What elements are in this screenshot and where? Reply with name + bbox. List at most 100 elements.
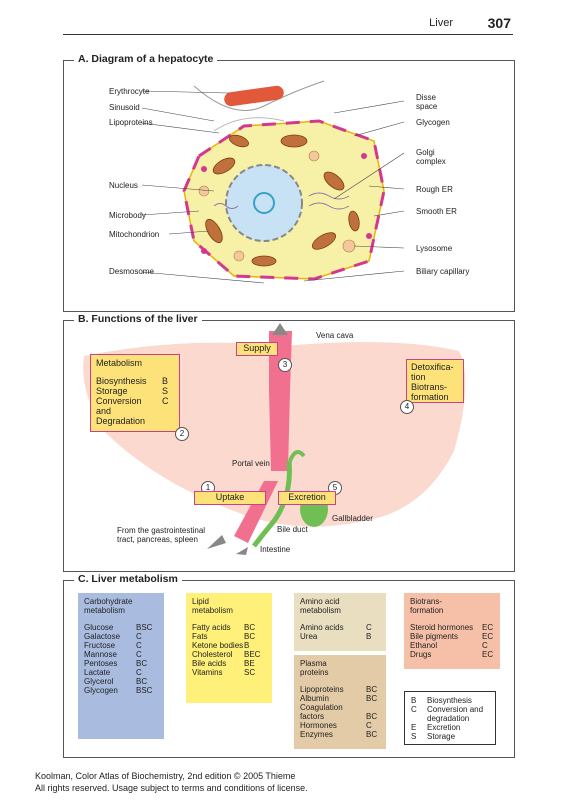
amino-code: B — [366, 632, 372, 641]
panel-c-title: C. Liver metabolism — [74, 573, 182, 585]
carb-item: Mannose — [84, 650, 117, 659]
carb-title: metabolism — [84, 606, 125, 615]
lipid-code: B — [244, 641, 250, 650]
detox-line: Detoxifica- — [411, 362, 454, 372]
carb-code: C — [136, 632, 142, 641]
label-intestine: Intestine — [260, 545, 291, 554]
legend-key: E — [411, 723, 417, 732]
carb-item: Fructose — [84, 641, 116, 650]
supply-number: 3 — [278, 358, 292, 372]
amino-title: metabolism — [300, 606, 341, 615]
page-header: Liver 307 — [63, 14, 513, 35]
metabolism-extra: Degradation — [96, 416, 146, 426]
lipid-title: Lipid — [192, 597, 209, 606]
amino-title: Amino acid — [300, 597, 340, 606]
carb-item: Glycogen — [84, 686, 118, 695]
supply-box: Supply — [236, 342, 278, 356]
hepatocyte-diagram — [141, 80, 405, 284]
metabolism-row-code: C — [162, 396, 169, 406]
plasma-code: BC — [366, 685, 378, 694]
legend-text: Storage — [427, 732, 456, 741]
label-source-line2: tract, pancreas, spleen — [117, 535, 198, 544]
biotrans-item: Drugs — [410, 650, 432, 659]
carb-code: BSC — [136, 686, 153, 695]
carb-item: Pentoses — [84, 659, 118, 668]
lipid-item: Cholesterol — [192, 650, 233, 659]
carb-code: BC — [136, 677, 148, 686]
legend-key: B — [411, 696, 417, 705]
metabolism-number: 2 — [175, 427, 189, 441]
detox-number: 4 — [400, 400, 414, 414]
legend-key: C — [411, 705, 417, 714]
biotrans-title: formation — [410, 606, 444, 615]
plasma-item: factors — [300, 712, 325, 721]
plasma-code: BC — [366, 730, 378, 739]
amino-item: Amino acids — [300, 623, 344, 632]
detox-line: tion — [411, 372, 426, 382]
label-nucleus: Nucleus — [109, 181, 138, 190]
biotrans-item: Steroid hormones — [410, 623, 474, 632]
metabolism-extra: and — [96, 406, 112, 416]
lipid-code: BEC — [244, 650, 261, 659]
biotrans-item: Ethanol — [410, 641, 438, 650]
panel-b-title: B. Functions of the liver — [74, 313, 202, 325]
label-gallbladder: Gallbladder — [332, 514, 373, 523]
biotrans-code: C — [482, 641, 488, 650]
legend-key — [411, 714, 427, 723]
plasma-item: Lipoproteins — [300, 685, 344, 694]
label-golgi-complex: Golgi complex — [416, 148, 446, 166]
detox-line: Biotrans- — [411, 382, 448, 392]
excretion-label: Excretion — [288, 492, 326, 502]
legend-key: S — [411, 732, 417, 741]
lipid-code: BE — [244, 659, 255, 668]
plasma-title: Plasma — [300, 659, 327, 668]
detox-line: formation — [411, 392, 449, 402]
excretion-box: Excretion — [278, 491, 336, 505]
label-rough-er: Rough ER — [416, 185, 453, 194]
plasma-item: Coagulation — [300, 703, 343, 712]
carb-item: Lactate — [84, 668, 111, 677]
lipid-item: Fats — [192, 632, 208, 641]
carb-item: Galactose — [84, 632, 121, 641]
label-microbody: Microbody — [109, 211, 146, 220]
metabolism-row-label: Storage — [96, 386, 128, 396]
legend-text: degradation — [427, 714, 470, 723]
plasma-code: BC — [366, 694, 378, 703]
carb-item: Glycerol — [84, 677, 114, 686]
lipid-item: Fatty acids — [192, 623, 231, 632]
label-lipoproteins: Lipoproteins — [109, 118, 153, 127]
footer-line: All rights reserved. Usage subject to te… — [35, 783, 308, 793]
biotrans-code: EC — [482, 623, 494, 632]
carb-code: BC — [136, 659, 148, 668]
panel-hepatocyte: A. Diagram of a hepatocyte — [63, 53, 515, 312]
plasma-code: BC — [366, 712, 378, 721]
amino-item: Urea — [300, 632, 318, 641]
label-source-line1: From the gastrointestinal — [117, 526, 206, 535]
plasma-title: proteins — [300, 668, 329, 677]
label-vena-cava: Vena cava — [316, 331, 354, 340]
biotrans-code: EC — [482, 632, 494, 641]
lipid-title: metabolism — [192, 606, 233, 615]
footer: Koolman, Color Atlas of Biochemistry, 2n… — [35, 770, 308, 794]
page-number: 307 — [487, 15, 511, 31]
carb-code: C — [136, 641, 142, 650]
label-erythrocyte: Erythrocyte — [109, 87, 150, 96]
carb-title: Carbohydrate — [84, 597, 133, 606]
label-mitochondrion: Mitochondrion — [109, 230, 160, 239]
label-glycogen: Glycogen — [416, 118, 450, 127]
legend-text: Biosynthesis — [427, 696, 472, 705]
plasma-item: Enzymes — [300, 730, 333, 739]
erythrocyte-shape — [224, 85, 284, 107]
metabolism-row-label: Conversion — [96, 396, 142, 406]
plasma-item: Albumin — [300, 694, 329, 703]
biotrans-item: Bile pigments — [410, 632, 459, 641]
panel-a-title: A. Diagram of a hepatocyte — [74, 53, 218, 65]
plasma-code: C — [366, 721, 372, 730]
label-desmosome: Desmosome — [109, 267, 154, 276]
